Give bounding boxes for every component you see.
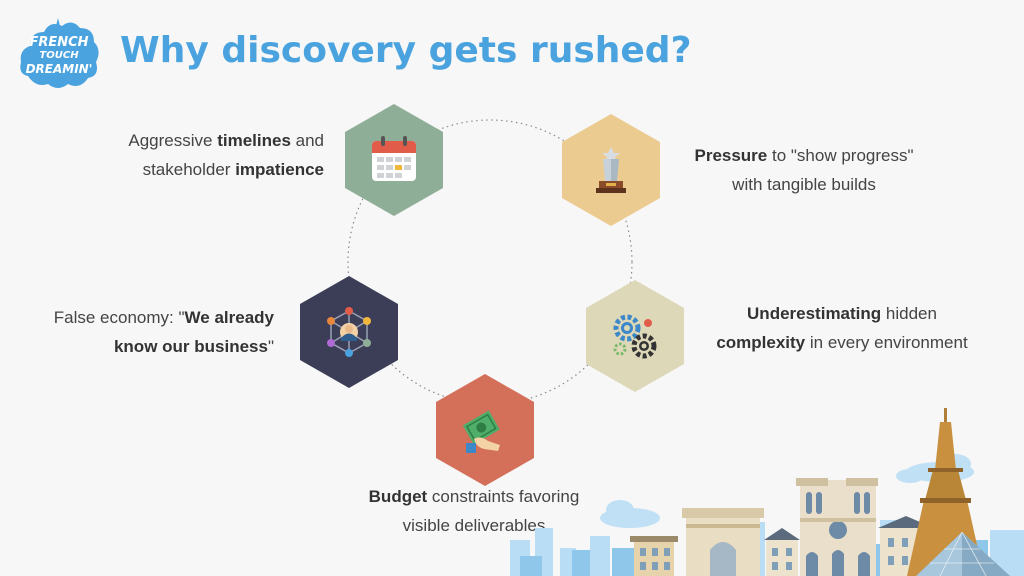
label-budget: Budget constraints favoring visible deli… — [350, 482, 598, 540]
logo-line-1: FRENCH — [29, 35, 89, 50]
slide-title: Why discovery gets rushed? — [120, 30, 692, 71]
label-complexity-line-2: complexity in every environment — [716, 333, 968, 352]
label-false-economy-line-2: know our business" — [113, 337, 274, 356]
trophy-icon — [596, 147, 626, 193]
network-person-icon — [327, 307, 371, 357]
label-false-economy: False economy: "We already know our busi… — [54, 303, 274, 361]
label-timelines-line-2: stakeholder impatience — [142, 160, 324, 179]
label-budget-line-1: Budget constraints favoring — [368, 487, 580, 506]
label-pressure-line-2: with tangible builds — [732, 175, 876, 194]
cloud-icon — [600, 454, 974, 528]
label-false-economy-line-1: False economy: "We already — [53, 308, 274, 327]
label-pressure: Pressure to "show progress" with tangibl… — [681, 141, 927, 199]
label-timelines: Aggressive timelines and stakeholder imp… — [128, 126, 324, 184]
hexagon-timelines — [345, 104, 443, 216]
french-touch-dreamin-logo: FRENCH TOUCH DREAMIN' — [18, 16, 100, 92]
louvre-pyramid — [916, 531, 1010, 576]
label-complexity: Underestimating hidden complexity in eve… — [697, 299, 987, 357]
label-complexity-line-1: Underestimating hidden — [747, 304, 937, 323]
label-budget-line-2: visible deliverables — [402, 516, 546, 535]
gears-icon — [613, 314, 657, 359]
arc-de-triomphe — [682, 508, 764, 576]
money-hand-icon — [462, 410, 500, 453]
label-pressure-line-1: Pressure to "show progress" — [694, 146, 914, 165]
logo-line-2: TOUCH — [39, 50, 79, 61]
calendar-icon — [372, 136, 416, 181]
logo-line-3: DREAMIN' — [25, 62, 93, 76]
notre-dame — [796, 478, 878, 576]
logo-cloud-shape — [20, 18, 99, 89]
label-timelines-line-1: Aggressive timelines and — [128, 131, 324, 150]
